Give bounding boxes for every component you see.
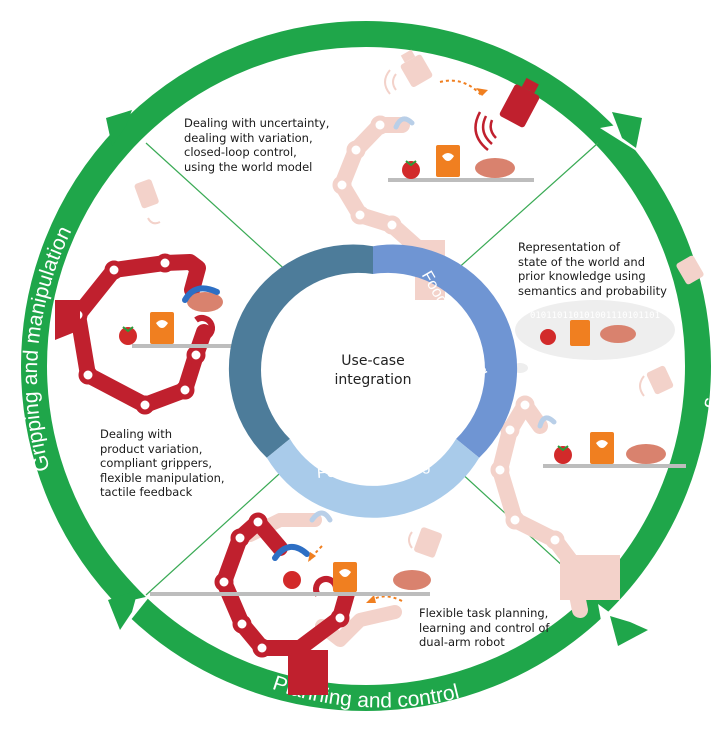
label-active-perception: Active perception (281, 0, 449, 25)
gripper-blue-icon (182, 285, 220, 303)
center-title-line2: integration (335, 372, 412, 388)
desc-active-perception: Dealing with uncertainty, dealing with v… (184, 116, 330, 174)
planning-illustration (150, 510, 442, 695)
desc-gripping: Dealing with product variation, complian… (100, 427, 225, 499)
segment-food-packaging (266, 438, 480, 518)
use-case-donut: Greenhouse Food processing Food packagin… (228, 244, 518, 518)
world-modelling-illustration: 010110110101001110101101 (490, 255, 704, 618)
thought-bubble (515, 300, 675, 360)
segment-food-processing (373, 244, 518, 458)
thought-bubble-binary: 010110110101001110101101 (530, 311, 660, 321)
gripper-blue-icon-2 (272, 544, 310, 561)
segment-greenhouse (228, 244, 373, 458)
gripping-illustration (55, 179, 250, 415)
desc-world-modelling: Representation of state of the world and… (518, 240, 667, 298)
active-perception-illustration (332, 49, 540, 300)
sensor-faded-icon (400, 49, 433, 88)
center-title-line1: Use-case (341, 353, 404, 369)
sensor-icon (499, 77, 540, 128)
outer-ring (21, 21, 711, 711)
desc-planning: Flexible task planning, learning and con… (419, 606, 550, 649)
